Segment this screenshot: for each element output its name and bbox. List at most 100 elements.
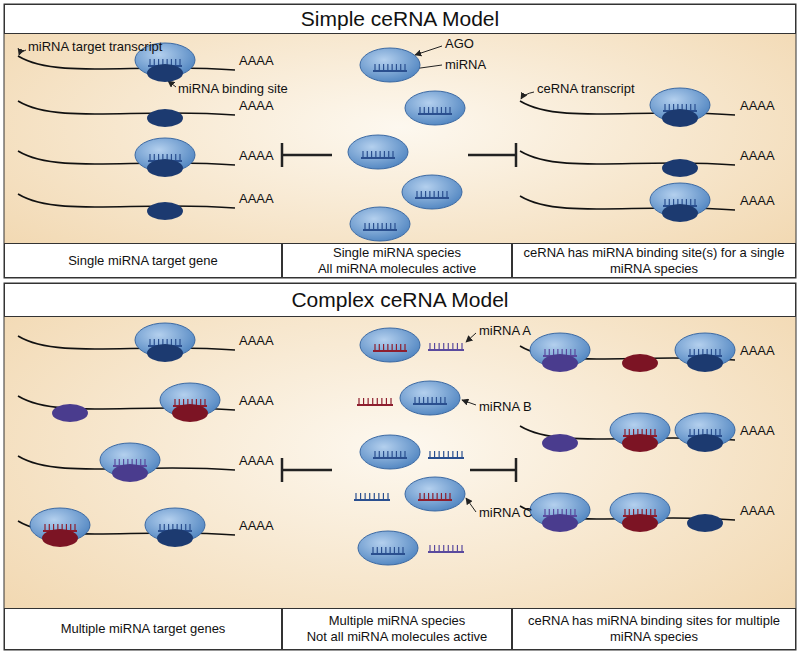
mirna-base xyxy=(715,429,716,436)
caption-cell: Multiple miRNA target genes xyxy=(4,608,282,650)
mirna-base xyxy=(377,547,378,554)
callout-label: ceRNA transcript xyxy=(537,82,635,97)
mirna-base xyxy=(355,493,356,500)
mirna-base xyxy=(443,545,444,552)
mirna-base xyxy=(690,104,691,111)
ago-protein xyxy=(360,48,420,82)
mirna-strand xyxy=(428,457,464,459)
title-band: Simple ceRNA Model xyxy=(4,4,796,34)
mirna-base xyxy=(694,104,695,111)
binding-site xyxy=(147,109,183,127)
mirna-base xyxy=(179,339,180,346)
mirna-base xyxy=(394,223,395,230)
callout-label: miRNA A xyxy=(479,324,531,339)
mirna-base xyxy=(449,107,450,114)
caption-cell: Multiple miRNA speciesNot all miRNA mole… xyxy=(282,608,512,650)
binding-site xyxy=(42,529,78,547)
binding-site xyxy=(147,64,183,82)
mirna-base xyxy=(669,104,670,111)
mirna-base xyxy=(461,343,462,350)
ago-protein xyxy=(350,207,410,241)
mirna-base xyxy=(439,451,440,458)
ago-protein xyxy=(348,135,408,169)
mirna-base xyxy=(429,545,430,552)
mirna-base xyxy=(369,223,370,230)
mirna-base xyxy=(390,398,391,405)
mirna-base xyxy=(404,64,405,71)
mirna-base xyxy=(140,459,141,466)
mirna-base xyxy=(419,493,420,500)
mirna-base xyxy=(388,151,389,158)
mirna-base xyxy=(392,344,393,351)
callout-label: miRNA binding site xyxy=(178,82,288,97)
mirna-base xyxy=(164,524,165,531)
mirna-base xyxy=(154,154,155,161)
mirna-base xyxy=(443,343,444,350)
polya-tail-label: AAAA xyxy=(239,519,274,534)
polya-tail-label: AAAA xyxy=(239,54,274,69)
mirna-base xyxy=(715,349,716,356)
mirna-base xyxy=(570,349,571,356)
caption-text: Single miRNA target gene xyxy=(68,253,218,269)
mirna-base xyxy=(394,547,395,554)
mirna-base xyxy=(154,339,155,346)
mirna-base xyxy=(434,451,435,458)
mirna-base xyxy=(383,451,384,458)
mirna-base xyxy=(384,151,385,158)
mirna-base xyxy=(457,545,458,552)
mirna-strand xyxy=(413,403,447,405)
mirna-base xyxy=(185,524,186,531)
mirna-base xyxy=(49,524,50,531)
caption-cell: ceRNA has miRNA binding site(s) for a si… xyxy=(512,243,796,278)
mirna-base xyxy=(436,397,437,404)
polya-tail-label: AAAA xyxy=(239,454,274,469)
mirna-base xyxy=(358,398,359,405)
mirna-base xyxy=(461,545,462,552)
mirna-base xyxy=(369,493,370,500)
binding-site xyxy=(157,529,193,547)
mirna-base xyxy=(374,451,375,458)
mirna-base xyxy=(437,107,438,114)
mirna-base xyxy=(434,545,435,552)
mirna-strand xyxy=(373,350,407,352)
mirna-base xyxy=(414,397,415,404)
transcript-line xyxy=(18,151,235,165)
callout-label: miRNA xyxy=(445,58,486,73)
mirna-base xyxy=(379,64,380,71)
mirna-base xyxy=(438,191,439,198)
mirna-base xyxy=(371,151,372,158)
binding-site xyxy=(542,434,578,452)
mirna-base xyxy=(424,493,425,500)
polya-tail-label: AAAA xyxy=(740,424,775,439)
binding-site xyxy=(687,514,723,532)
binding-site xyxy=(112,464,148,482)
mirna-base xyxy=(629,509,630,516)
polya-tail-label: AAAA xyxy=(740,344,775,359)
callout-label: miRNA C xyxy=(479,506,532,521)
mirna-base xyxy=(461,451,462,458)
mirna-base xyxy=(440,397,441,404)
transcript-line xyxy=(18,101,235,115)
mirna-strand xyxy=(418,499,452,501)
mirna-base xyxy=(365,493,366,500)
mirna-base xyxy=(377,398,378,405)
mirna-base xyxy=(425,191,426,198)
ago-protein xyxy=(400,381,460,415)
binding-site xyxy=(542,354,578,372)
ago-protein xyxy=(402,175,462,209)
mirna-base xyxy=(378,493,379,500)
mirna-base xyxy=(390,223,391,230)
mirna-base xyxy=(544,509,545,516)
mirna-base xyxy=(694,429,695,436)
mirna-base xyxy=(159,524,160,531)
caption-text: Multiple miRNA species xyxy=(329,613,466,629)
mirna-base xyxy=(448,545,449,552)
mirna-base xyxy=(428,493,429,500)
mirna-base xyxy=(375,151,376,158)
caption-cell: Single miRNA speciesAll miRNA molecules … xyxy=(282,243,512,278)
mirna-strand xyxy=(363,229,397,231)
mirna-base xyxy=(434,343,435,350)
mirna-strand xyxy=(418,113,452,115)
mirna-base xyxy=(574,509,575,516)
